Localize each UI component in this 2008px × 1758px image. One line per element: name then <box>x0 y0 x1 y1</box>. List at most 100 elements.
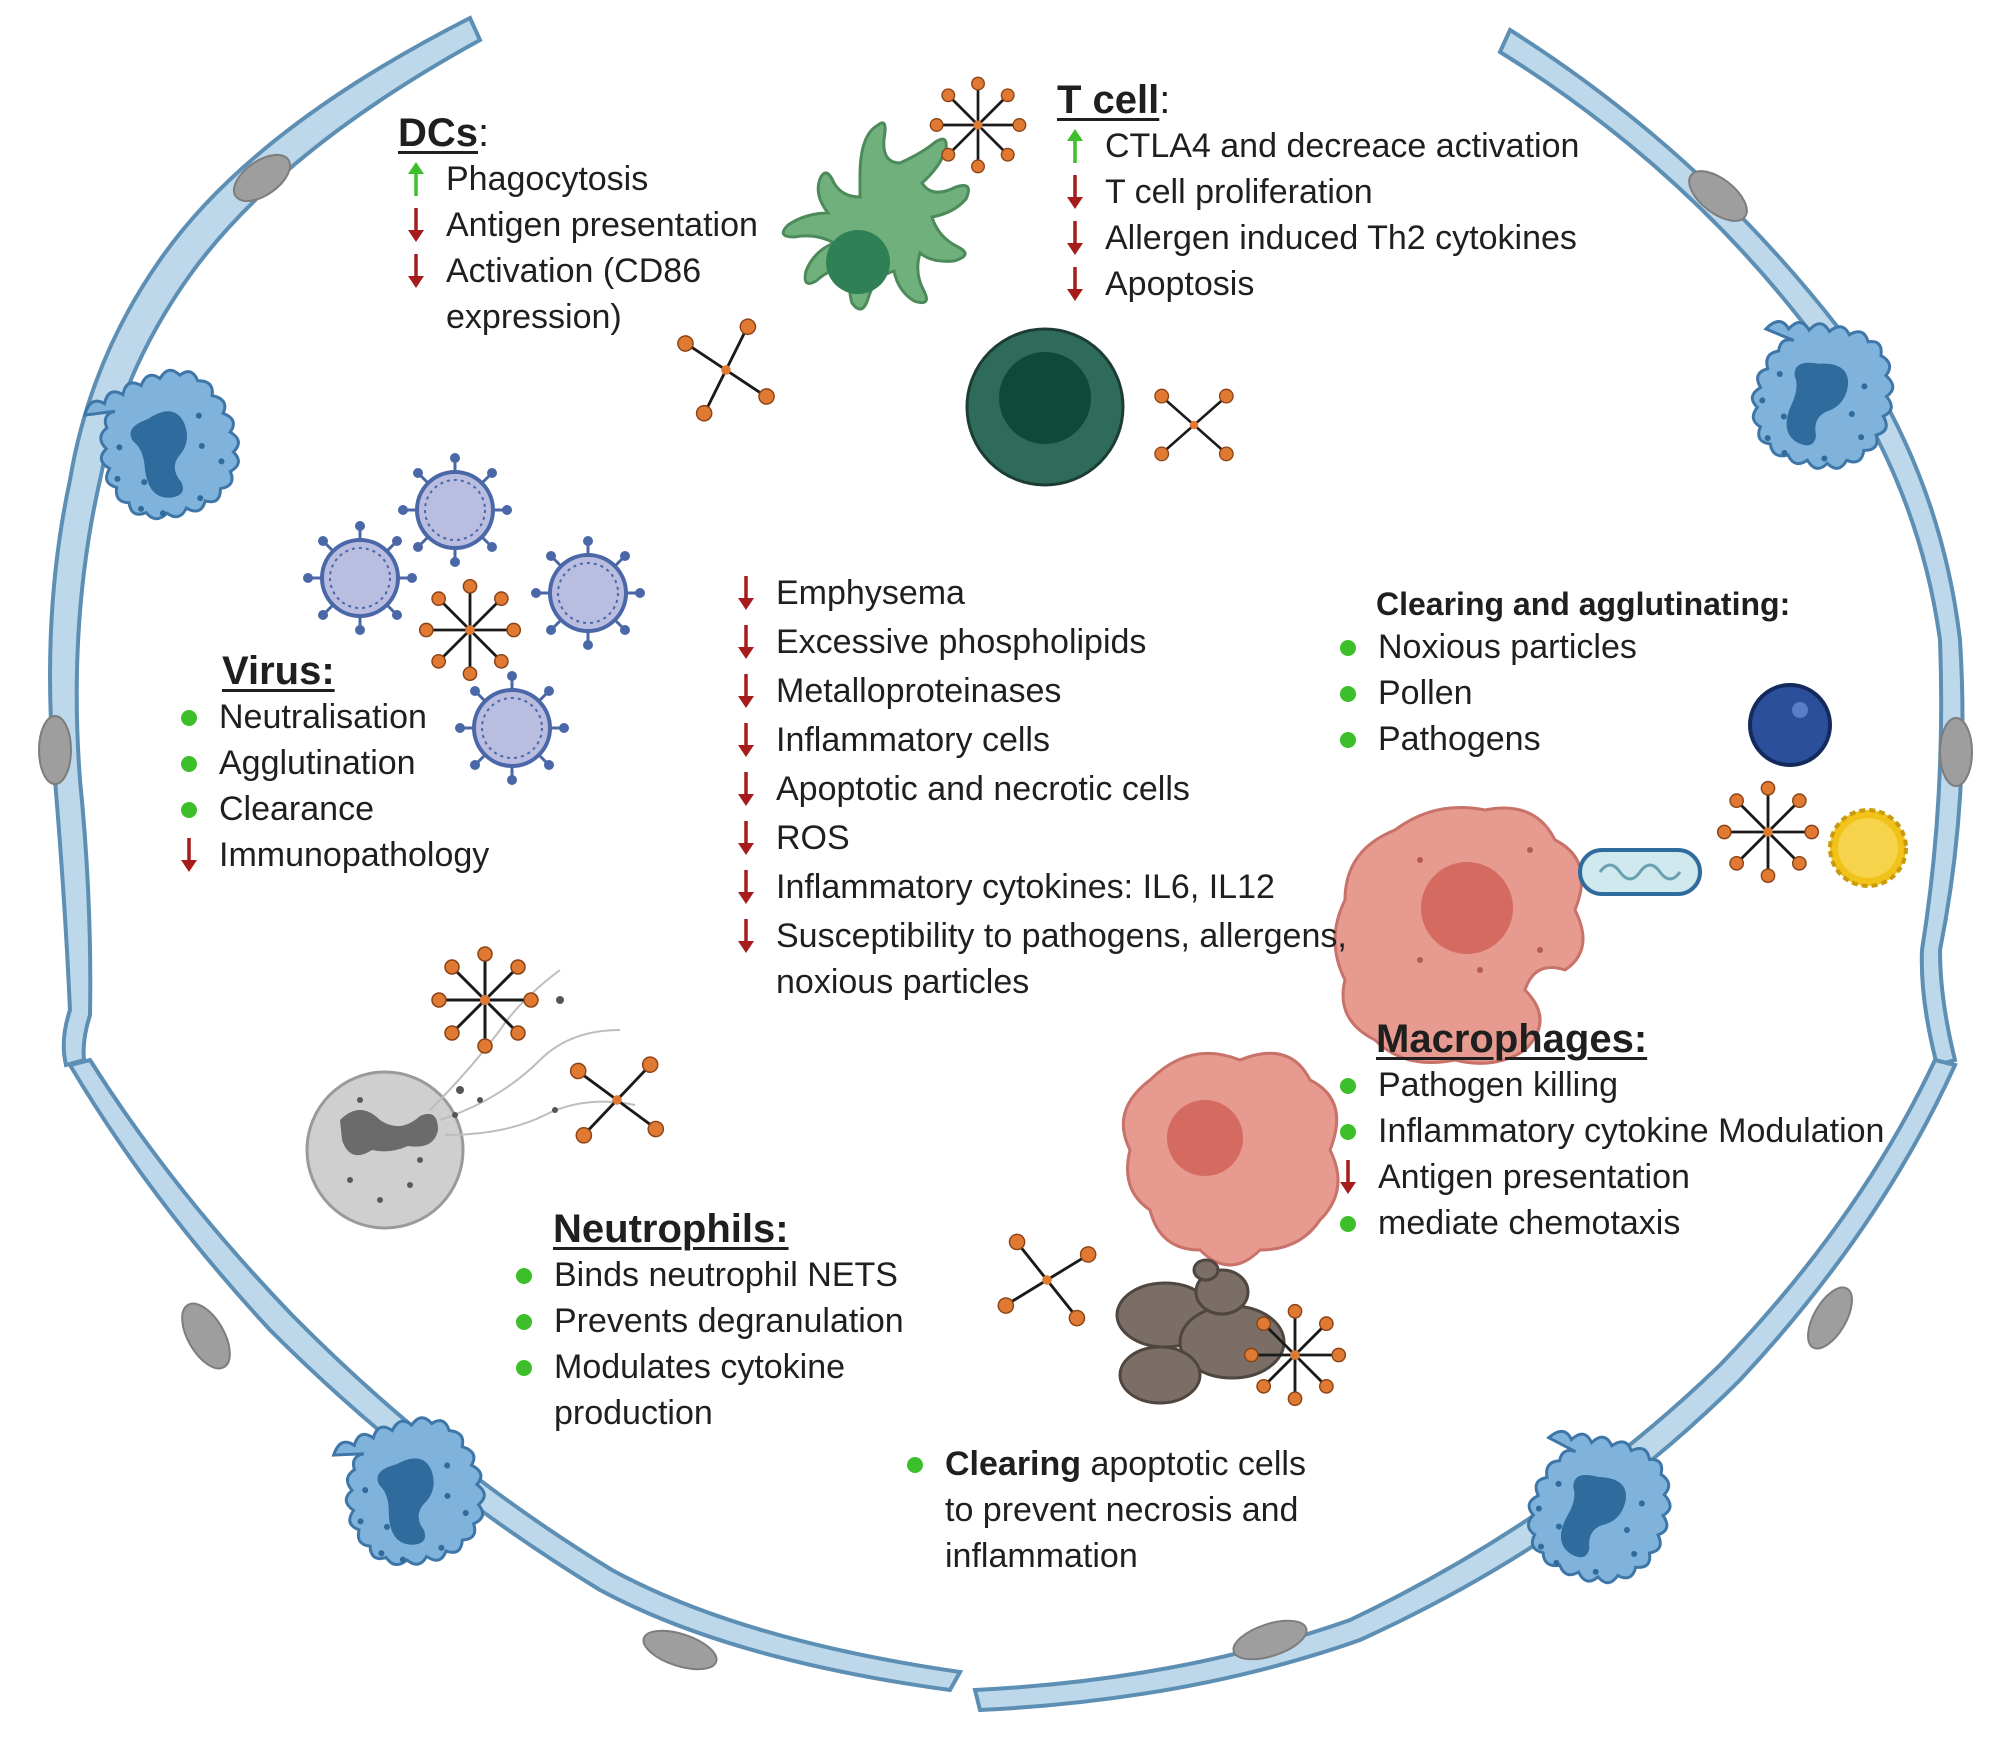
tcell-panel: T cell: CTLA4 and decreace activation T c… <box>1057 77 1617 307</box>
decrease-arrow-icon <box>732 766 764 812</box>
list-item: Metalloproteinases <box>728 668 1348 714</box>
protein-star-macrophage <box>1716 780 1820 884</box>
list-item-text: Inflammatory cytokines: IL6, IL12 <box>776 868 1275 906</box>
list-item: Inflammatory cytokine Modulation <box>1330 1108 1930 1154</box>
alveolar-macrophage-right <box>1732 306 1910 485</box>
list-item: Noxious particles <box>1330 624 1850 670</box>
list-item: Pollen <box>1330 670 1850 716</box>
apoptotic-clearing-panel: Clearing apoptotic cells to prevent necr… <box>897 1441 1337 1579</box>
list-item-text: Antigen presentation <box>446 206 758 244</box>
tcell-title: T cell: <box>1057 78 1171 122</box>
list-item: Apoptosis <box>1057 261 1617 307</box>
decrease-arrow-icon <box>1061 215 1093 261</box>
list-item-text: Inflammatory cells <box>776 721 1050 759</box>
bullet-dot <box>175 740 207 786</box>
list-item: Allergen induced Th2 cytokines <box>1057 215 1617 261</box>
protein-star-neutrophil <box>430 945 540 1055</box>
list-item-text: Modulates cytokine production <box>554 1348 846 1432</box>
list-item-text: Excessive phospholipids <box>776 623 1147 661</box>
list-item-text: Prevents degranulation <box>554 1302 904 1340</box>
pollen-grain <box>1828 808 1908 888</box>
list-item-text: Binds neutrophil NETS <box>554 1256 898 1294</box>
list-item-text: Clearance <box>219 790 374 828</box>
clearing-agglutinating-title: Clearing and agglutinating: <box>1376 586 1791 622</box>
decrease-arrow-icon <box>732 864 764 910</box>
list-item-text: Emphysema <box>776 574 965 612</box>
protein-x-tcell <box>1153 388 1235 462</box>
list-item-text: Pathogens <box>1378 720 1541 758</box>
list-item: Antigen presentation <box>1330 1154 1930 1200</box>
bacterium <box>1578 848 1702 896</box>
decrease-arrow-icon <box>732 570 764 616</box>
list-item-text: Activation (CD86 expression) <box>446 252 702 336</box>
list-item: Binds neutrophil NETS <box>506 1252 936 1298</box>
list-item: Inflammatory cytokines: IL6, IL12 <box>728 864 1348 910</box>
decrease-arrow-icon <box>402 248 434 294</box>
list-item: Emphysema <box>728 570 1348 616</box>
bullet-dot <box>901 1441 933 1487</box>
list-item-text: Pathogen killing <box>1378 1066 1619 1104</box>
macrophage-lower <box>1121 1051 1340 1267</box>
list-item: Clearance <box>171 786 591 832</box>
list-item-text: Inflammatory cytokine Modulation <box>1378 1112 1885 1150</box>
noxious-particle <box>1748 683 1832 767</box>
bullet-dot <box>175 694 207 740</box>
dcs-title: DCs: <box>398 111 490 155</box>
decrease-arrow-icon <box>732 913 764 959</box>
list-item: Phagocytosis <box>398 156 778 202</box>
list-item-text: Susceptibility to pathogens, allergens, … <box>776 917 1347 1001</box>
bullet-dot <box>1334 624 1366 670</box>
list-item-text: Phagocytosis <box>446 160 649 198</box>
list-item-text: Pollen <box>1378 674 1473 712</box>
increase-arrow-icon <box>402 156 434 202</box>
decrease-arrow-icon <box>732 619 764 665</box>
list-item: Antigen presentation <box>398 202 778 248</box>
protein-star-dc <box>928 75 1028 175</box>
decrease-arrow-icon <box>732 668 764 714</box>
bullet-dot <box>510 1298 542 1344</box>
epithelial-nuclei <box>38 153 1973 1671</box>
decrease-arrow-icon <box>732 717 764 763</box>
list-item: Pathogens <box>1330 716 1850 762</box>
decrease-arrow-icon <box>402 202 434 248</box>
protein-star-apoptotic <box>1243 1303 1347 1407</box>
apoptotic-clearing-item: Clearing apoptotic cells to prevent necr… <box>897 1441 1337 1579</box>
decrease-arrow-icon <box>732 815 764 861</box>
list-item-text: Agglutination <box>219 744 416 782</box>
list-item: Immunopathology <box>171 832 591 878</box>
alveolar-macrophage-bottom-left <box>328 1407 496 1577</box>
list-item: Apoptotic and necrotic cells <box>728 766 1348 812</box>
bullet-dot <box>1334 716 1366 762</box>
decrease-arrow-icon <box>1061 261 1093 307</box>
apoptotic-clearing-text: apoptotic cells to prevent necrosis and … <box>945 1445 1306 1575</box>
list-item: Agglutination <box>171 740 591 786</box>
list-item: Excessive phospholipids <box>728 619 1348 665</box>
bullet-dot <box>1334 1062 1366 1108</box>
bullet-dot <box>1334 670 1366 716</box>
t-cell <box>965 327 1125 487</box>
list-item: T cell proliferation <box>1057 169 1617 215</box>
neutrophils-panel: Neutrophils: Binds neutrophil NETS Preven… <box>506 1206 936 1436</box>
decrease-arrow-icon <box>1334 1154 1366 1200</box>
list-item: ROS <box>728 815 1348 861</box>
neutrophils-title: Neutrophils: <box>553 1207 789 1251</box>
list-item: mediate chemotaxis <box>1330 1200 1930 1246</box>
bullet-dot <box>510 1252 542 1298</box>
bullet-dot <box>1334 1200 1366 1246</box>
decrease-arrow-icon <box>1061 169 1093 215</box>
list-item: Activation (CD86 expression) <box>398 248 778 340</box>
list-item-text: Metalloproteinases <box>776 672 1062 710</box>
apoptotic-clearing-bold: Clearing <box>945 1445 1082 1483</box>
list-item-text: ROS <box>776 819 850 857</box>
list-item: Inflammatory cells <box>728 717 1348 763</box>
virus-title: Virus: <box>222 649 335 693</box>
decrease-arrow-icon <box>175 832 207 878</box>
protein-x-apoptotic <box>995 1231 1099 1329</box>
list-item-text: CTLA4 and decreace activation <box>1105 127 1580 165</box>
list-item: Neutralisation <box>171 694 591 740</box>
